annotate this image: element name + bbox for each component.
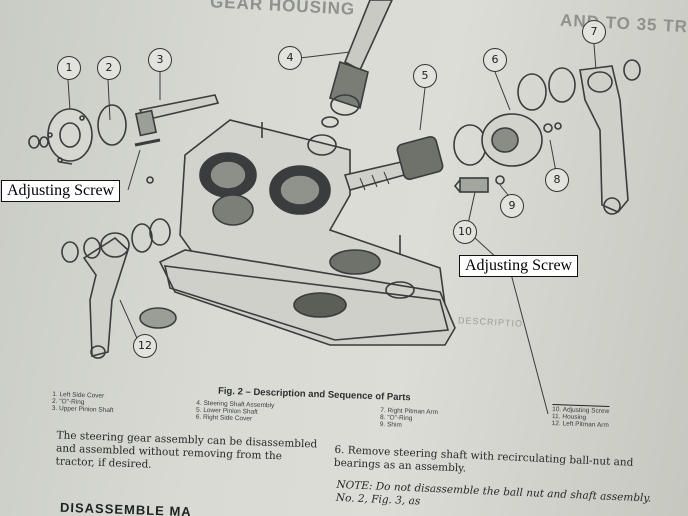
- callout-12: 12: [133, 334, 157, 358]
- callout-4: 4: [278, 46, 302, 70]
- adjusting-screw-label-left: Adjusting Screw: [1, 180, 121, 202]
- upper-pinion-shaft-part: [134, 94, 220, 184]
- right-side-cover-part: [453, 67, 576, 167]
- callout-3: 3: [148, 48, 172, 72]
- callout-2: 2: [97, 56, 121, 80]
- adjusting-screw-label-right: Adjusting Screw: [459, 255, 579, 277]
- legend-column-3: 7. Right Pitman Arm 8. "O"-Ring 9. Shim: [380, 407, 439, 430]
- o-ring-part: [97, 104, 127, 146]
- left-pitman-arm-part: [61, 218, 177, 359]
- callout-5: 5: [413, 64, 437, 88]
- callout-8: 8: [545, 168, 569, 192]
- legend-column-1: 1. Left Side Cover 2. "O"-Ring 3. Upper …: [52, 391, 114, 414]
- steering-shaft-assembly-part: [307, 0, 393, 156]
- callout-7: 7: [582, 20, 606, 44]
- legend-column-2: 4. Steering Shaft Assembly 5. Lower Pini…: [196, 400, 275, 424]
- callout-1: 1: [57, 56, 81, 80]
- right-pitman-arm-part: [579, 59, 641, 215]
- callout-6: 6: [483, 48, 507, 72]
- callout-9: 9: [500, 194, 524, 218]
- lower-pinion-shaft-part: [343, 135, 444, 191]
- left-side-cover-part: [28, 108, 93, 165]
- adjusting-screw-part: [453, 175, 505, 193]
- legend-column-4: 10. Adjusting Screw 11. Housing 12. Left…: [552, 404, 610, 429]
- callout-10: 10: [453, 220, 477, 244]
- housing-part: [158, 119, 456, 346]
